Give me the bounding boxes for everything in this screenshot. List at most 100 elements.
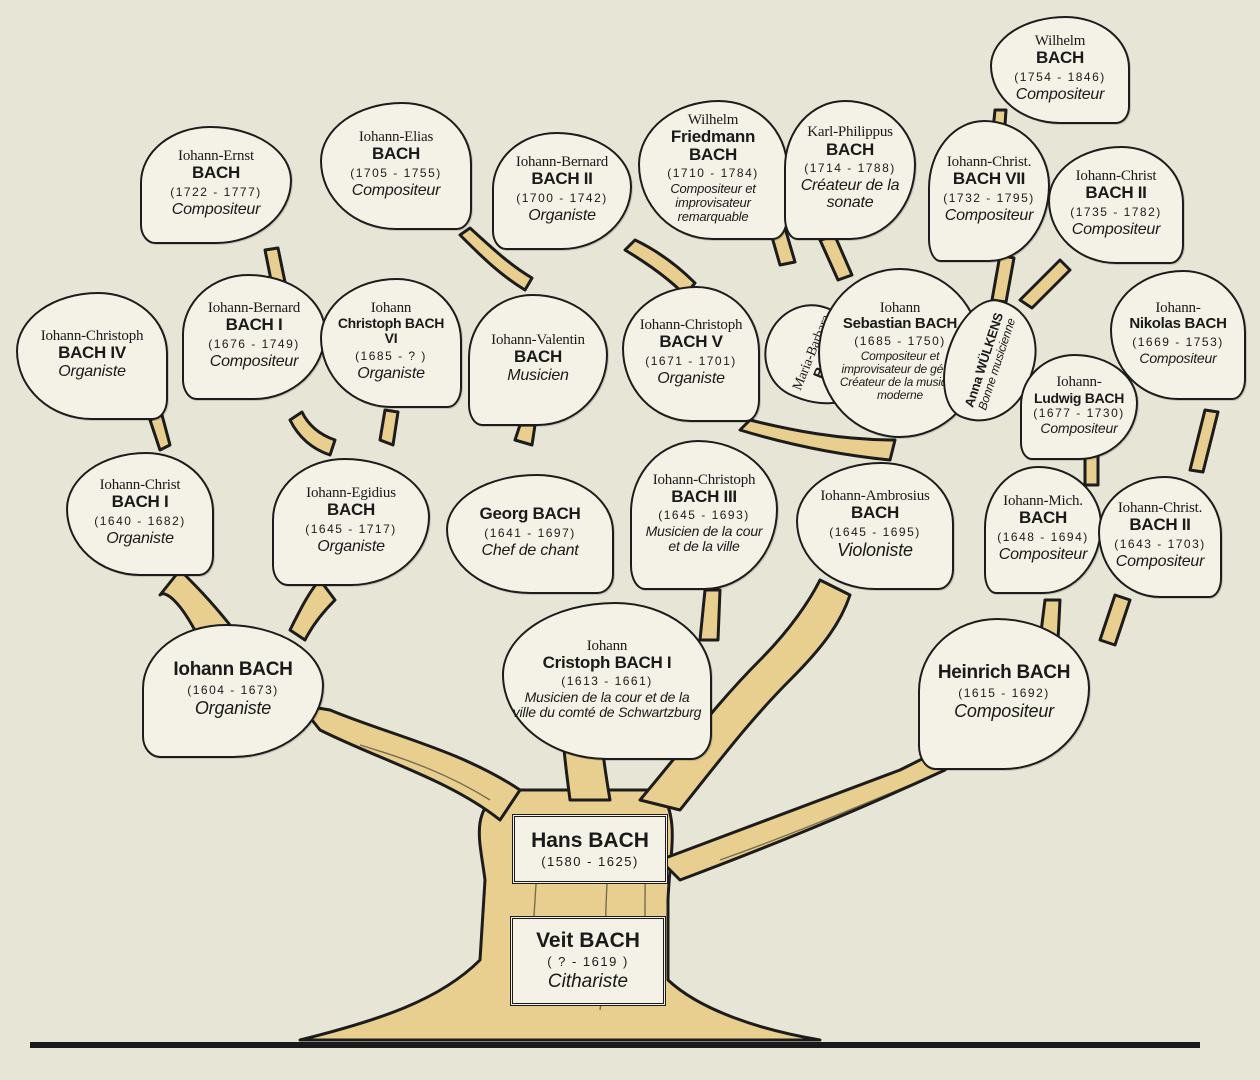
leaf-name: Iohann [879, 299, 921, 316]
leaf-family: BACH [1036, 48, 1084, 68]
plaque-name: Hans BACH [531, 828, 649, 852]
leaf-name: Iohann-Christoph [652, 471, 756, 488]
leaf-role: Organiste [194, 697, 272, 718]
leaf-role: Compositeur [998, 545, 1088, 563]
leaf-name: Iohann-Valentin [491, 332, 585, 349]
leaf-role: Compositeur [171, 200, 261, 218]
leaf-johann-bernard-ii: Iohann-Bernard BACH II (1700 - 1742) Org… [492, 132, 632, 250]
leaf-name: Georg BACH [479, 504, 581, 524]
leaf-johann-bernard-i: Iohann-Bernard BACH I (1676 - 1749) Comp… [182, 274, 326, 400]
leaf-dates: (1648 - 1694) [997, 529, 1089, 544]
plaque-role: Cithariste [547, 970, 629, 992]
leaf-johann-valentin: Iohann-Valentin BACH Musicien [468, 294, 608, 426]
leaf-johann-elias: Iohann-Elias BACH (1705 - 1755) Composit… [320, 102, 472, 230]
leaf-name: Iohann-Ambrosius [820, 488, 930, 505]
leaf-family: BACH [1019, 508, 1067, 528]
leaf-family: Cristoph BACH I [542, 652, 672, 672]
leaf-dates: (1645 - 1717) [305, 521, 397, 536]
leaf-role: Chef de chant [481, 541, 579, 559]
leaf-name: Iohann [370, 300, 412, 317]
leaf-family: BACH I [111, 492, 169, 512]
leaf-dates: (1714 - 1788) [804, 161, 896, 176]
plaque-hans-bach: Hans BACH (1580 - 1625) [512, 814, 668, 884]
leaf-family: BACH [327, 500, 375, 520]
leaf-role: Compositeur [1040, 419, 1118, 436]
leaf-role: Compositeur [1139, 349, 1217, 366]
leaf-name: Iohann- [1155, 300, 1201, 317]
leaf-johann: Iohann BACH (1604 - 1673) Organiste [142, 624, 324, 758]
leaf-family: BACH [514, 347, 562, 367]
leaf-johann-christoph-v: Iohann-Christoph BACH V (1671 - 1701) Or… [622, 286, 760, 422]
leaf-role: Compositeur [944, 206, 1034, 224]
leaf-name: Iohann BACH [173, 659, 293, 681]
leaf-dates: (1677 - 1730) [1033, 405, 1125, 420]
leaf-family: Nikolas BACH [1129, 315, 1227, 333]
leaf-role: Violoniste [837, 539, 913, 560]
leaf-johann-cristoph-i: Iohann Cristoph BACH I (1613 - 1661) Mus… [502, 602, 712, 760]
leaf-dates: (1604 - 1673) [187, 682, 279, 697]
leaf-dates: (1700 - 1742) [516, 190, 608, 205]
leaf-johann-ambrosius: Iohann-Ambrosius BACH (1645 - 1695) Viol… [796, 462, 954, 590]
leaf-dates: (1669 - 1753) [1132, 334, 1224, 349]
leaf-name: Iohann-Christ. [946, 154, 1032, 171]
leaf-name: Iohann- [1056, 374, 1102, 391]
leaf-role: Compositeur [954, 700, 1054, 721]
leaf-dates: (1641 - 1697) [484, 525, 576, 540]
leaf-johann-ernst: Iohann-Ernst BACH (1722 - 1777) Composit… [140, 126, 292, 244]
leaf-family: Friedmann BACH [670, 126, 756, 165]
leaf-name: Iohann-Christoph [639, 317, 743, 334]
leaf-name: Iohann-Christoph [40, 328, 144, 345]
leaf-role: Organiste [106, 529, 174, 547]
leaf-name: Iohann [586, 637, 628, 654]
leaf-johann-nikolas: Iohann- Nikolas BACH (1669 - 1753) Compo… [1110, 270, 1246, 400]
leaf-role: Organiste [58, 362, 126, 380]
leaf-johann-mich: Iohann-Mich. BACH (1648 - 1694) Composit… [984, 466, 1102, 594]
leaf-role: Compositeur [209, 352, 299, 370]
leaf-role: Compositeur [351, 181, 441, 199]
leaf-name: Iohann-Bernard [207, 300, 301, 317]
leaf-role: Compositeur et improvisateur remarquable [670, 181, 756, 225]
leaf-heinrich: Heinrich BACH (1615 - 1692) Compositeur [918, 618, 1090, 770]
leaf-role: Organiste [317, 537, 385, 555]
leaf-family: BACH [192, 163, 240, 183]
leaf-role: Organiste [357, 364, 425, 382]
leaf-role: Créateur de la sonate [800, 176, 900, 212]
leaf-role: Compositeur [1015, 85, 1105, 103]
leaf-name: Iohann-Christ [99, 477, 181, 494]
leaf-name: Iohann-Bernard [515, 154, 609, 171]
leaf-dates: (1732 - 1795) [943, 190, 1035, 205]
leaf-johann-christ-ii-low: Iohann-Christ. BACH II (1643 - 1703) Com… [1098, 476, 1222, 598]
leaf-family: BACH [826, 139, 874, 159]
leaf-dates: (1640 - 1682) [94, 513, 186, 528]
leaf-family: BACH VII [952, 169, 1026, 189]
leaf-georg: Georg BACH (1641 - 1697) Chef de chant [446, 474, 614, 594]
leaf-family: BACH I [225, 315, 283, 335]
leaf-dates: (1735 - 1782) [1070, 204, 1162, 219]
leaf-role: Compositeur et improvisateur de génie Cr… [839, 349, 961, 403]
leaf-family: BACH II [1085, 183, 1147, 203]
leaf-dates: (1705 - 1755) [350, 165, 442, 180]
leaf-dates: (1645 - 1693) [658, 508, 750, 523]
leaf-family: BACH II [531, 169, 593, 189]
leaf-johann-christoph-iii: Iohann-Christoph BACH III (1645 - 1693) … [630, 440, 778, 590]
leaf-role: Compositeur [1115, 552, 1205, 570]
leaf-johann-christ-ii-top: Iohann-Christ BACH II (1735 - 1782) Comp… [1048, 146, 1184, 264]
leaf-johann-ludwig: Iohann- Ludwig BACH (1677 - 1730) Compos… [1020, 354, 1138, 460]
leaf-dates: (1645 - 1695) [829, 524, 921, 539]
leaf-johann-sebastian: Iohann Sebastian BACH (1685 - 1750) Comp… [818, 268, 982, 438]
leaf-family: BACH IV [58, 343, 126, 363]
leaf-name: Wilhelm [687, 111, 739, 128]
leaf-name: Iohann-Christ [1075, 168, 1157, 185]
leaf-wilhelm-friedmann: Wilhelm Friedmann BACH (1710 - 1784) Com… [638, 100, 788, 240]
leaf-family: BACH V [659, 332, 723, 352]
leaf-dates: (1754 - 1846) [1014, 69, 1106, 84]
leaf-dates: (1722 - 1777) [170, 184, 262, 199]
leaf-name: Karl-Philippus [807, 124, 893, 141]
leaf-dates: (1685 - ? ) [355, 348, 427, 363]
leaf-role: Musicien [507, 366, 569, 384]
leaf-role: Organiste [528, 206, 596, 224]
leaf-name: Wilhelm [1034, 33, 1086, 50]
leaf-family: BACH III [671, 486, 737, 506]
leaf-family: BACH [372, 144, 420, 164]
leaf-role: Compositeur [1071, 220, 1161, 238]
